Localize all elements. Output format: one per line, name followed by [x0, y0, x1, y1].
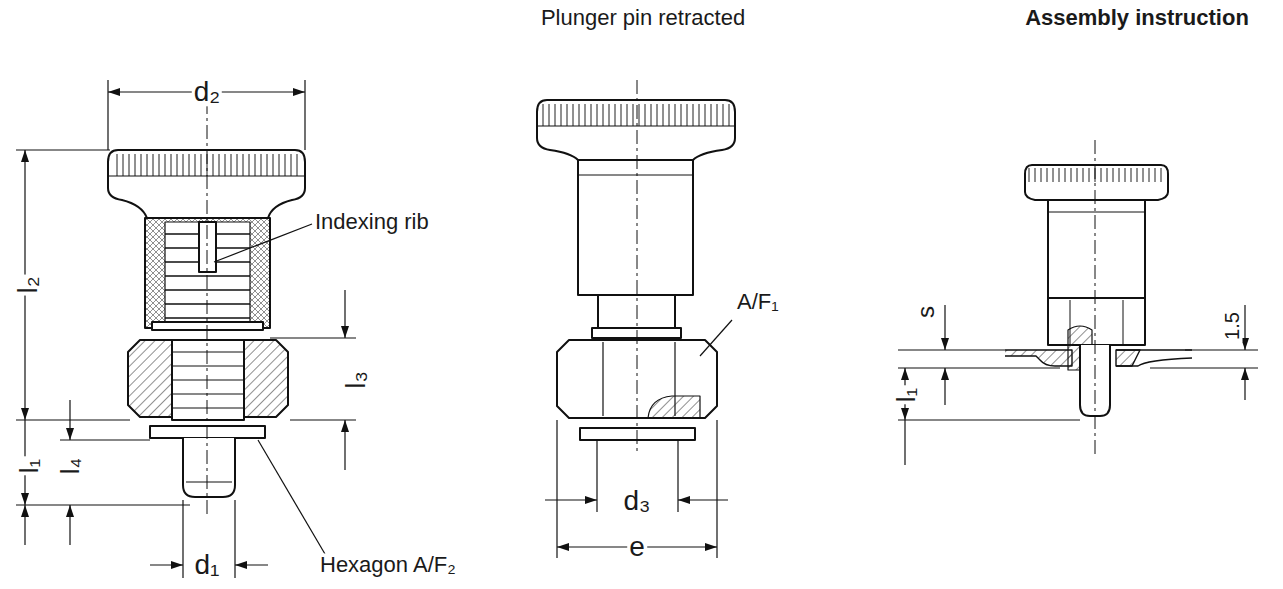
dimension-label: l₃ — [341, 369, 370, 391]
dimension-label: d₃ — [622, 486, 653, 515]
dimension-label: d₂ — [192, 77, 222, 106]
dimension-label: l₄ — [57, 456, 84, 476]
dimension-label: e — [627, 532, 647, 561]
dimension-label: 1.5 — [1222, 310, 1243, 342]
dimension-label: d₁ — [192, 550, 221, 579]
part-label: Indexing rib — [313, 210, 431, 233]
view-heading: Plunger pin retracted — [539, 6, 747, 29]
part-label: Hexagon A/F₂ — [318, 553, 458, 576]
dimension-label: l₂ — [13, 274, 42, 295]
dimension-label: s — [913, 304, 938, 320]
dimension-label: l₁ — [16, 457, 43, 476]
dimension-label: A/F₁ — [735, 290, 781, 313]
view-heading: Assembly instruction — [1023, 6, 1251, 29]
dimension-label: l₁ — [893, 386, 920, 405]
